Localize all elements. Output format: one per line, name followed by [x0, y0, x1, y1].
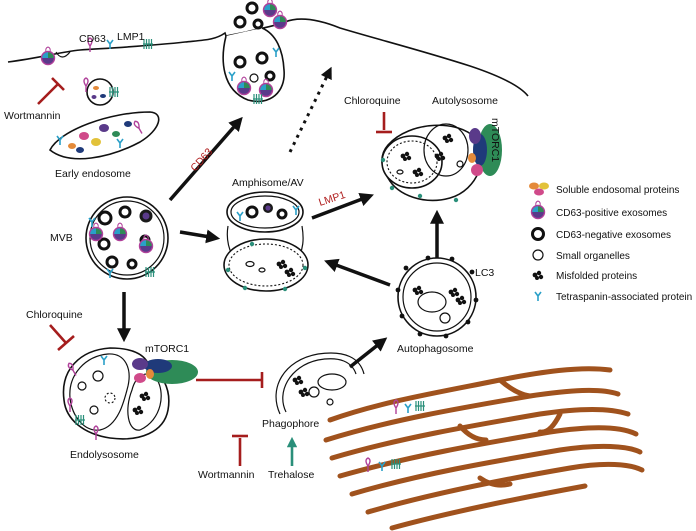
tetraspanin-icon	[534, 291, 542, 302]
mtorc1-inhibits-phagophore	[196, 372, 264, 388]
label-wortmannin-top: Wortmannin	[4, 110, 61, 122]
mtorc1-complex-top	[468, 124, 502, 176]
released-exosome-left	[40, 46, 56, 66]
arrow-amphisome-to-autolysosome	[311, 192, 374, 220]
label-cd63-arrow: CD63	[188, 146, 215, 174]
arrow-mvb-to-amphisome	[179, 229, 221, 244]
misfolded-protein-icon	[532, 270, 544, 280]
legend-item-cd63-exosome: CD63-positive exosomes	[530, 200, 667, 220]
label-trehalose: Trehalose	[268, 469, 314, 481]
legend-item-small-organelle: Small organelles	[532, 249, 630, 262]
cd63-negative-exosome-icon	[531, 227, 545, 241]
soluble-protein-icon	[529, 182, 549, 196]
label-early-endosome: Early endosome	[55, 168, 131, 180]
legend-label-misfolded-protein: Misfolded proteins	[556, 271, 637, 282]
lmp1-marker-top	[142, 38, 154, 50]
legend-label-small-organelle: Small organelles	[556, 251, 630, 262]
legend-label-soluble-protein: Soluble endosomal proteins	[556, 185, 679, 196]
legend-item-tetraspanin: Tetraspanin-associated protein	[534, 291, 692, 303]
arrow-autophagosome-to-amphisome	[324, 258, 391, 287]
label-cd63-top: CD63	[79, 33, 106, 45]
recycling-vesicle	[83, 77, 120, 106]
endoplasmic-reticulum	[323, 366, 645, 531]
arrow-phagophore-to-autophagosome	[348, 337, 388, 369]
autolysosome	[380, 123, 483, 203]
label-lmp1-top: LMP1	[117, 31, 145, 43]
early-endosome	[48, 111, 160, 160]
budding-pit-left	[55, 51, 71, 58]
label-mvb: MVB	[50, 232, 73, 244]
label-lc3: LC3	[475, 267, 494, 279]
legend: Soluble endosomal proteins CD63-positive…	[529, 182, 692, 303]
legend-item-misfolded-protein: Misfolded proteins	[532, 270, 637, 282]
amphisome	[223, 191, 309, 292]
endolysosome	[62, 347, 170, 441]
wortmannin-inhibitor-top	[37, 77, 65, 105]
autophagosome	[395, 255, 479, 339]
label-phagophore: Phagophore	[262, 418, 319, 430]
label-mtorc1-top: mTORC1	[489, 118, 501, 162]
released-exosomes-top	[233, 0, 288, 30]
phagophore	[275, 352, 365, 415]
legend-label-cd63-negative: CD63-negative exosomes	[556, 230, 671, 241]
mvb-vesicle	[85, 196, 169, 280]
arrow-mvb-to-membrane	[168, 116, 243, 202]
legend-label-tetraspanin: Tetraspanin-associated protein	[556, 292, 692, 303]
chloroquine-inhibitor-top	[376, 112, 392, 134]
label-chloroquine-top: Chloroquine	[344, 95, 401, 107]
chloroquine-inhibitor-left	[49, 324, 75, 351]
small-organelle-icon	[532, 249, 544, 261]
dotted-arrow-amphisome-to-membrane	[288, 66, 332, 153]
legend-item-soluble-protein: Soluble endosomal proteins	[529, 182, 679, 196]
label-amphisome: Amphisome/AV	[232, 177, 304, 189]
label-mtorc1-left: mTORC1	[145, 343, 189, 355]
cd63-exosome-icon	[530, 200, 546, 220]
plasma-membrane	[7, 18, 529, 97]
label-wortmannin-bottom: Wortmannin	[198, 469, 255, 481]
label-chloroquine-left: Chloroquine	[26, 309, 83, 321]
fusing-mvb-at-membrane	[222, 27, 285, 105]
legend-label-cd63-exosome: CD63-positive exosomes	[556, 208, 667, 219]
label-endolysosome: Endolysosome	[70, 449, 139, 461]
label-autophagosome: Autophagosome	[397, 343, 474, 355]
mtorc1-complex-left	[132, 358, 198, 384]
label-autolysosome: Autolysosome	[432, 95, 498, 107]
wortmannin-inhibitor-bottom	[232, 434, 248, 466]
legend-item-cd63-negative: CD63-negative exosomes	[531, 227, 671, 241]
